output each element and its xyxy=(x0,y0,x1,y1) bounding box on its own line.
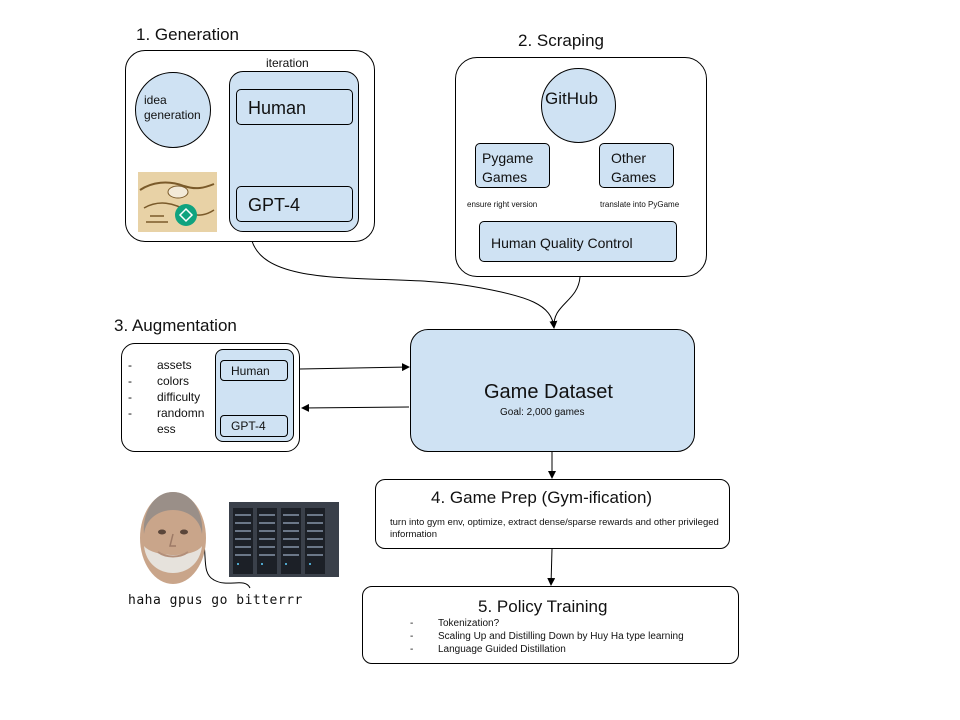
pygame-games-box[interactable]: Pygame Games xyxy=(475,143,550,188)
ensure-version-note: ensure right version xyxy=(467,200,538,209)
policy-training-item: Tokenization? xyxy=(410,617,730,630)
augmentation-gpt-box[interactable]: GPT-4 xyxy=(220,415,288,437)
idea-generation-label: idea generation xyxy=(144,93,201,122)
dataset-to-augmentation-arrow xyxy=(301,403,410,412)
augmentation-gpt-label: GPT-4 xyxy=(231,419,266,433)
other-games-box[interactable]: Other Games xyxy=(599,143,674,188)
game-prep-title: 4. Game Prep (Gym-ification) xyxy=(431,488,653,507)
pygame-games-label: Pygame Games xyxy=(482,150,534,185)
robot-sketch-image xyxy=(138,172,217,232)
game-prep-description: turn into gym env, optimize, extract den… xyxy=(390,517,719,540)
generation-title: 1. Generation xyxy=(136,25,240,44)
generation-gpt-box[interactable]: GPT-4 xyxy=(236,186,353,222)
game-prep-box[interactable]: 4. Game Prep (Gym-ification) turn into g… xyxy=(375,479,730,549)
policy-training-box[interactable]: 5. Policy Training Tokenization? Scaling… xyxy=(362,586,739,664)
policy-training-list: Tokenization? Scaling Up and Distilling … xyxy=(410,617,730,656)
generation-human-label: Human xyxy=(248,98,307,118)
iteration-label: iteration xyxy=(266,56,309,70)
github-node[interactable]: GitHub xyxy=(541,68,616,143)
game-dataset-title: Game Dataset xyxy=(484,381,613,403)
scraping-title: 2. Scraping xyxy=(518,31,604,50)
github-label: GitHub xyxy=(545,89,598,108)
augmentation-item: difficulty xyxy=(128,389,210,405)
policy-training-item: Scaling Up and Distilling Down by Huy Ha… xyxy=(410,630,730,643)
augmentation-human-box[interactable]: Human xyxy=(220,360,288,381)
server-rack-image xyxy=(229,502,339,577)
scraping-to-dataset-curve xyxy=(553,276,581,329)
human-quality-control-box[interactable]: Human Quality Control xyxy=(479,221,677,262)
generation-to-dataset-curve xyxy=(251,240,558,329)
generation-human-box[interactable]: Human xyxy=(236,89,353,125)
augmentation-item: randomness xyxy=(128,405,210,437)
policy-training-title: 5. Policy Training xyxy=(478,597,608,616)
augmentation-to-dataset-arrow xyxy=(299,363,410,372)
bearded-face-image xyxy=(134,486,212,586)
policy-training-item: Language Guided Distillation xyxy=(410,643,730,656)
translate-pygame-note: translate into PyGame xyxy=(600,200,680,209)
augmentation-list: assets colors difficulty randomness xyxy=(128,357,210,437)
meme-caption: haha gpus go bitterrr xyxy=(128,593,303,608)
other-games-label: Other Games xyxy=(611,150,657,185)
augmentation-title: 3. Augmentation xyxy=(114,316,237,335)
augmentation-item: assets xyxy=(128,357,210,373)
generation-gpt-label: GPT-4 xyxy=(248,195,301,215)
augmentation-human-label: Human xyxy=(231,364,270,378)
game-dataset-box[interactable]: Game Dataset Goal: 2,000 games xyxy=(410,329,695,452)
prep-to-policy-arrow xyxy=(547,548,556,586)
idea-generation-node[interactable]: idea generation xyxy=(135,72,211,148)
game-dataset-goal: Goal: 2,000 games xyxy=(500,407,585,418)
augmentation-item: colors xyxy=(128,373,210,389)
human-quality-control-label: Human Quality Control xyxy=(491,235,633,251)
